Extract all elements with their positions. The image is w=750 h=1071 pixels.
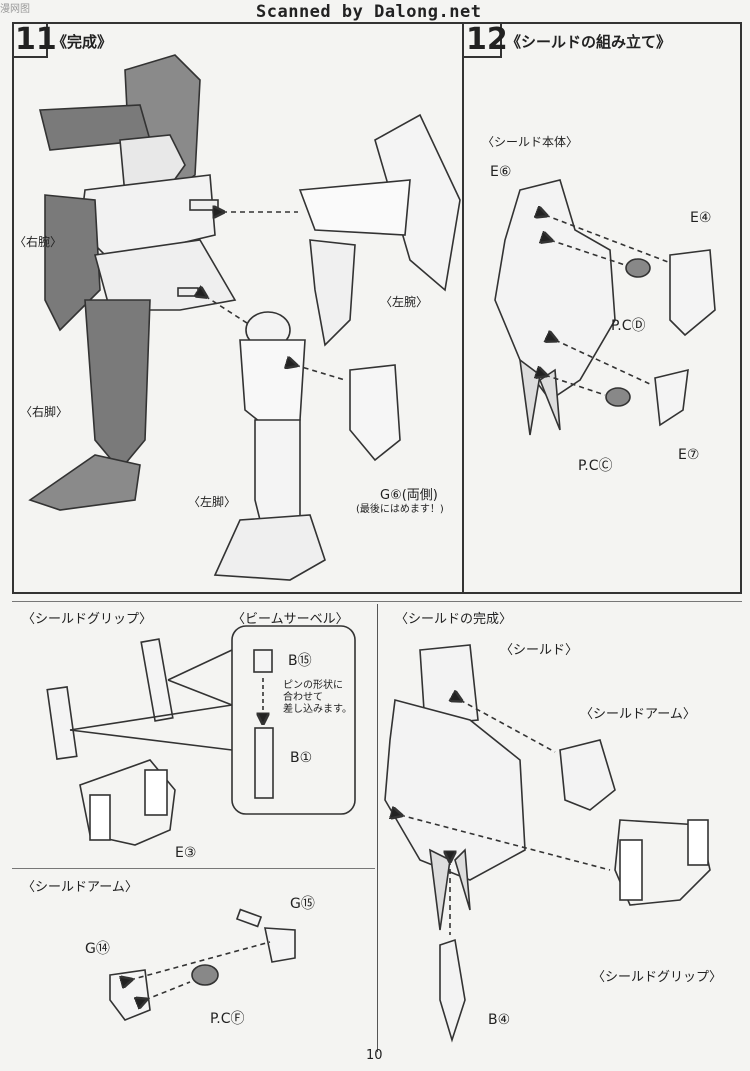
pc-d-figure: [625, 258, 651, 278]
shield-grip-figure: [46, 638, 176, 846]
label-part-e3: E③: [175, 845, 197, 861]
label-part-e7: E⑦: [678, 447, 700, 463]
shield-arm-parts-figure: [109, 908, 296, 1021]
robot-body-figure: [28, 54, 237, 511]
label-part-b1: B①: [290, 750, 313, 766]
part-e7-figure: [654, 368, 689, 427]
shield-body-title: 〈シールド本体〉: [482, 135, 579, 149]
label-right-leg: 〈右脚〉: [20, 405, 69, 419]
label-right-arm: 〈右腕〉: [14, 235, 63, 249]
label-pc-f: P.CⒻ: [210, 1011, 245, 1027]
divider-vertical: [377, 604, 378, 1052]
label-part-e4: E④: [690, 210, 712, 226]
beam-saber-box: [231, 625, 356, 815]
divider-horizontal: [12, 601, 742, 602]
label-part-g14: G⑭: [85, 941, 110, 957]
saber-note-line1: ピンの形状に: [283, 680, 343, 691]
label-part-b19: B⑮: [288, 653, 312, 669]
page-number: 10: [366, 1048, 383, 1063]
step12-number: 12: [466, 22, 508, 57]
shield-grip-title: 〈シールドグリップ〉: [22, 612, 153, 627]
saber-note-line2: 合わせて: [283, 692, 323, 703]
label-shield-grip: 〈シールドグリップ〉: [592, 970, 723, 985]
part-e4-figure: [669, 249, 716, 337]
shield-arm-title: 〈シールドアーム〉: [22, 880, 138, 895]
shield-complete-figure: [384, 644, 711, 1043]
step12-panel: [462, 22, 742, 594]
pc-c-figure: [605, 387, 631, 407]
saber-note-line3: 差し込みます。: [283, 704, 352, 715]
step11-number: 11: [15, 22, 57, 57]
step11-number-box: [12, 22, 48, 58]
label-part-e6: E⑥: [490, 164, 512, 180]
label-left-arm: 〈左腕〉: [380, 295, 429, 309]
left-arm-figure: [298, 113, 461, 347]
label-pc-c: P.CⒸ: [578, 458, 613, 474]
scanner-credit: Scanned by Dalong.net: [256, 2, 482, 22]
shield-complete-title: 〈シールドの完成〉: [395, 612, 513, 627]
left-leg-figure: [213, 311, 326, 581]
label-left-leg: 〈左脚〉: [188, 495, 237, 509]
step12-number-box: [462, 22, 502, 58]
divider-grip-arm: [12, 868, 375, 869]
part-g6-figure: [349, 364, 401, 462]
beam-saber-title: 〈ビームサーベル〉: [232, 612, 349, 627]
label-part-b4: B④: [488, 1012, 511, 1028]
watermark-logo: 漫网图: [0, 4, 30, 15]
label-note-last: (最後にはめます！): [356, 504, 444, 515]
step11-panel: [12, 22, 464, 594]
label-shield: 〈シールド〉: [500, 643, 579, 658]
step11-title: 《完成》: [52, 33, 113, 51]
beam-saber-figure: [253, 649, 274, 799]
label-shield-arm: 〈シールドアーム〉: [580, 707, 696, 722]
label-part-g15: G⑮: [290, 896, 315, 912]
step12-title: 《シールドの組み立て》: [506, 33, 672, 51]
label-part-g6: G⑥(両側): [380, 488, 438, 503]
label-pc-d: P.CⒹ: [611, 318, 646, 334]
